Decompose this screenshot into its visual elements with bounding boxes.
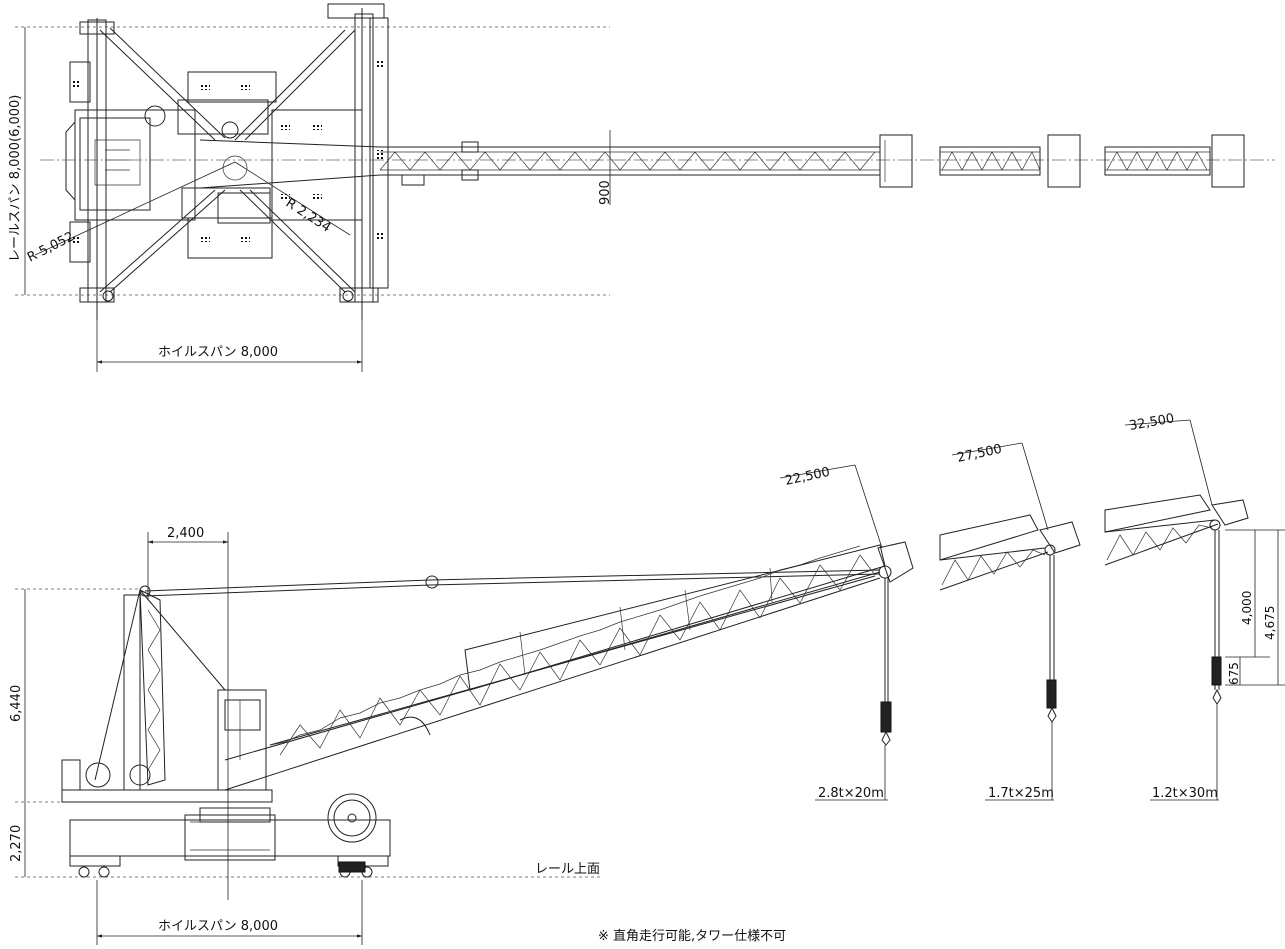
capacity-label-32500: 1.2t×30m (1152, 786, 1218, 801)
base-height-label: 2,270 (9, 825, 24, 862)
radius-turn-leader (234, 161, 351, 236)
capacity-label-22500: 2.8t×20m (818, 786, 884, 801)
radius-tail-leader (34, 161, 236, 256)
radius-label-32500: 32,500 (1128, 411, 1175, 434)
side-view: レール上面 6,440 2,270 2,400 (9, 411, 1285, 945)
radius-label-22500: 22,500 (784, 465, 832, 489)
top-wheel-span-label: ホイルスパン 8,000 (158, 345, 278, 360)
top-machinery-house (65, 60, 383, 263)
side-gantry (69, 793, 391, 878)
hook-22500 (880, 578, 892, 746)
top-chassis (79, 3, 389, 320)
side-wheel-span-label: ホイルスパン 8,000 (158, 919, 278, 934)
hook-total-label: 4,675 (1263, 606, 1277, 640)
pivot-height-label: 6,440 (9, 685, 24, 722)
hook-travel-label: 4,000 (1240, 591, 1254, 625)
radius-label-27500: 27,500 (956, 442, 1004, 466)
radius-tail-label: R 5,052 (25, 229, 77, 265)
rail-span-label: レールスパン 8,000(6,000) (8, 95, 23, 262)
side-boom-32500 (1104, 494, 1249, 705)
side-boom-27500 (939, 514, 1081, 723)
tower-offset-label: 2,400 (167, 526, 204, 541)
capacity-label-27500: 1.7t×25m (988, 786, 1054, 801)
slew-center (222, 155, 248, 181)
side-main-boom (224, 541, 914, 791)
boom-width-label: 900 (598, 180, 613, 205)
rail-surface-label: レール上面 (535, 862, 600, 877)
top-boom (199, 134, 1245, 189)
side-a-frame (94, 569, 881, 791)
top-view: レールスパン 8,000(6,000) (8, 3, 1275, 372)
hook-block-label: 675 (1227, 662, 1241, 685)
footnote: ※ 直角走行可能,タワー仕様不可 (598, 929, 786, 944)
